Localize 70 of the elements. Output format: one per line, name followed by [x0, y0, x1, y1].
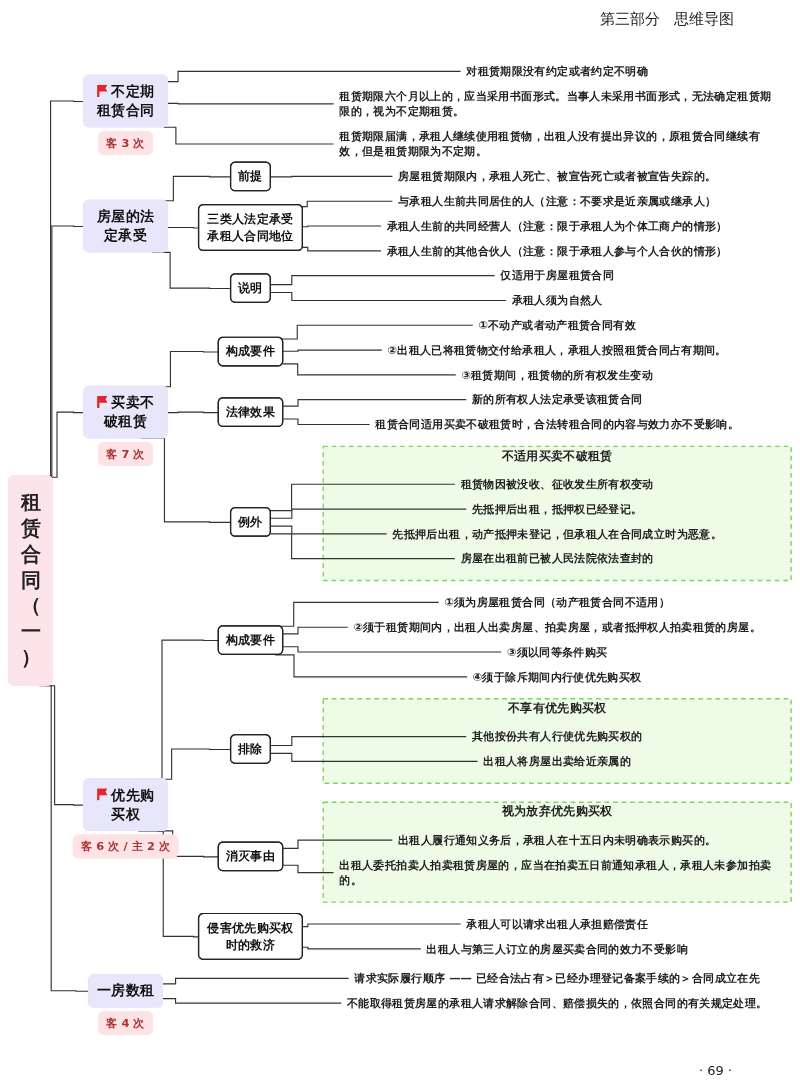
node-text: 其他按份共有人行使优先购买权的	[471, 730, 643, 744]
node-label: 视为放弃优先购买权	[501, 804, 613, 819]
node-label: 客 7 次	[106, 447, 145, 461]
connector	[270, 525, 388, 535]
node-text: 承租人生前的其他合伙人（注意：限于承租人参与个人合伙的情形）	[386, 244, 728, 258]
connector	[282, 865, 335, 874]
connector	[270, 292, 507, 302]
connector	[270, 753, 479, 763]
node-text: 出租人委托拍卖人拍卖租赁房屋的，应当在拍卖五日前通知承租人，承租人未参加拍卖的。	[339, 858, 772, 888]
node-text: 与承租人生前共同居住的人（注意：不要求是近亲属或继承人）	[398, 194, 717, 209]
connector	[302, 225, 382, 228]
connector	[302, 247, 382, 252]
node-text: 房屋租赁期限内，承租人死亡、被宣告死亡或者被宣告失踪的。	[398, 170, 717, 184]
connector	[162, 998, 342, 1005]
page-number: · 69 ·	[698, 1063, 732, 1078]
node-text: 租赁合同适用买卖不破租赁时，合法转租合同的内容与效力亦不受影响。	[375, 418, 740, 432]
node-text: ②须于租赁期间内，出租人出卖房屋、拍卖房屋，或者抵押权人拍卖租赁的房屋。	[353, 620, 761, 635]
node-text: ③须以同等条件购买	[506, 645, 608, 659]
running-header: 思维导图	[674, 10, 734, 29]
connector	[301, 201, 393, 208]
node-text: ③租赁期间，租赁物的所有权发生变动	[461, 368, 653, 382]
connector	[270, 275, 496, 286]
node-text: ①须为房屋租赁合同（动产租赁合同不适用）	[444, 596, 670, 610]
connector	[269, 533, 456, 560]
node-text: 出租人将房屋出卖给近亲属的	[483, 755, 632, 769]
node-text: 房屋在出租前已被人民法院依法查封的	[460, 552, 654, 566]
connector	[270, 508, 467, 520]
node-text: 新的所有权人法定承受该租赁合同	[471, 393, 643, 407]
node-text: 先抵押后出租，抵押权已经登记。	[471, 502, 643, 516]
node-text: 仅适用于房屋租赁合同	[500, 269, 615, 283]
running-header: 第三部分	[600, 10, 660, 29]
node-text: ④须于除斥期间内行使优先购买权	[472, 670, 642, 684]
node-text: 不能取得租赁房屋的承租人请求解除合同、赔偿损失的，依照合同的有关规定处理。	[346, 996, 768, 1011]
connector	[282, 363, 457, 376]
connector	[270, 736, 467, 747]
connector	[50, 411, 85, 479]
connector	[281, 325, 474, 340]
node-text: 承租人生前的共同经营人（注意：限于承租人为个体工商户的情形）	[386, 219, 728, 233]
node-label: 不适用买卖不破租赁	[501, 448, 613, 463]
connector	[270, 176, 393, 178]
connector	[162, 978, 350, 985]
connector	[282, 349, 383, 353]
node-text: 承租人须为自然人	[511, 294, 603, 308]
node-label: 客 3 次	[106, 136, 145, 150]
connector	[167, 103, 335, 105]
node-text: ①不动产或者动产租赁合同有效	[478, 318, 636, 333]
connector	[282, 839, 393, 850]
node-text: 先抵押后出租，动产抵押未登记，但承租人在合同成立时为恶意。	[392, 527, 723, 541]
node-text: 租赁期限届满，承租人继续使用租赁物，出租人没有提出异议的，原租赁合同继续有效，但是租赁期限为不定期。	[339, 129, 760, 159]
cluster	[322, 801, 792, 904]
connector	[302, 923, 462, 928]
node-label: 不享有优先购买权	[507, 700, 607, 716]
node-text: 出租人与第三人订立的房屋买卖合同的效力不受影响	[426, 942, 688, 956]
node-label: 客 6 次 / 主 2 次	[80, 840, 171, 854]
node-text: 租赁期限六个月以上的，应当采用书面形式。当事人未采用书面形式，无法确定租赁期限的，视为不定期租赁。	[339, 89, 772, 119]
node-text: 承租人可以请求出租人承担赔偿责任	[466, 917, 649, 931]
connector	[302, 947, 422, 950]
node-label: 客 4 次	[106, 1016, 145, 1031]
connector	[282, 418, 371, 426]
cluster	[322, 446, 792, 582]
node-text: 租赁物因被没收、征收发生所有权变动	[460, 477, 654, 492]
connector	[282, 646, 502, 653]
connector	[282, 399, 467, 408]
node-text: 对租赁期限没有约定或者约定不明确	[466, 64, 649, 79]
connector	[282, 627, 349, 635]
node-text: 出租人履行通知义务后，承租人在十五日内未明确表示购买的。	[398, 833, 717, 848]
node-text: 请求实际履行顺序 —— 已经合法占有＞已经办理登记备案手续的＞合同成立在先	[354, 971, 761, 986]
cluster	[322, 698, 792, 785]
node-text: ②出租人已将租赁物交付给承租人，承租人按照租赁合同占有期间。	[387, 343, 727, 357]
connector	[167, 71, 462, 83]
